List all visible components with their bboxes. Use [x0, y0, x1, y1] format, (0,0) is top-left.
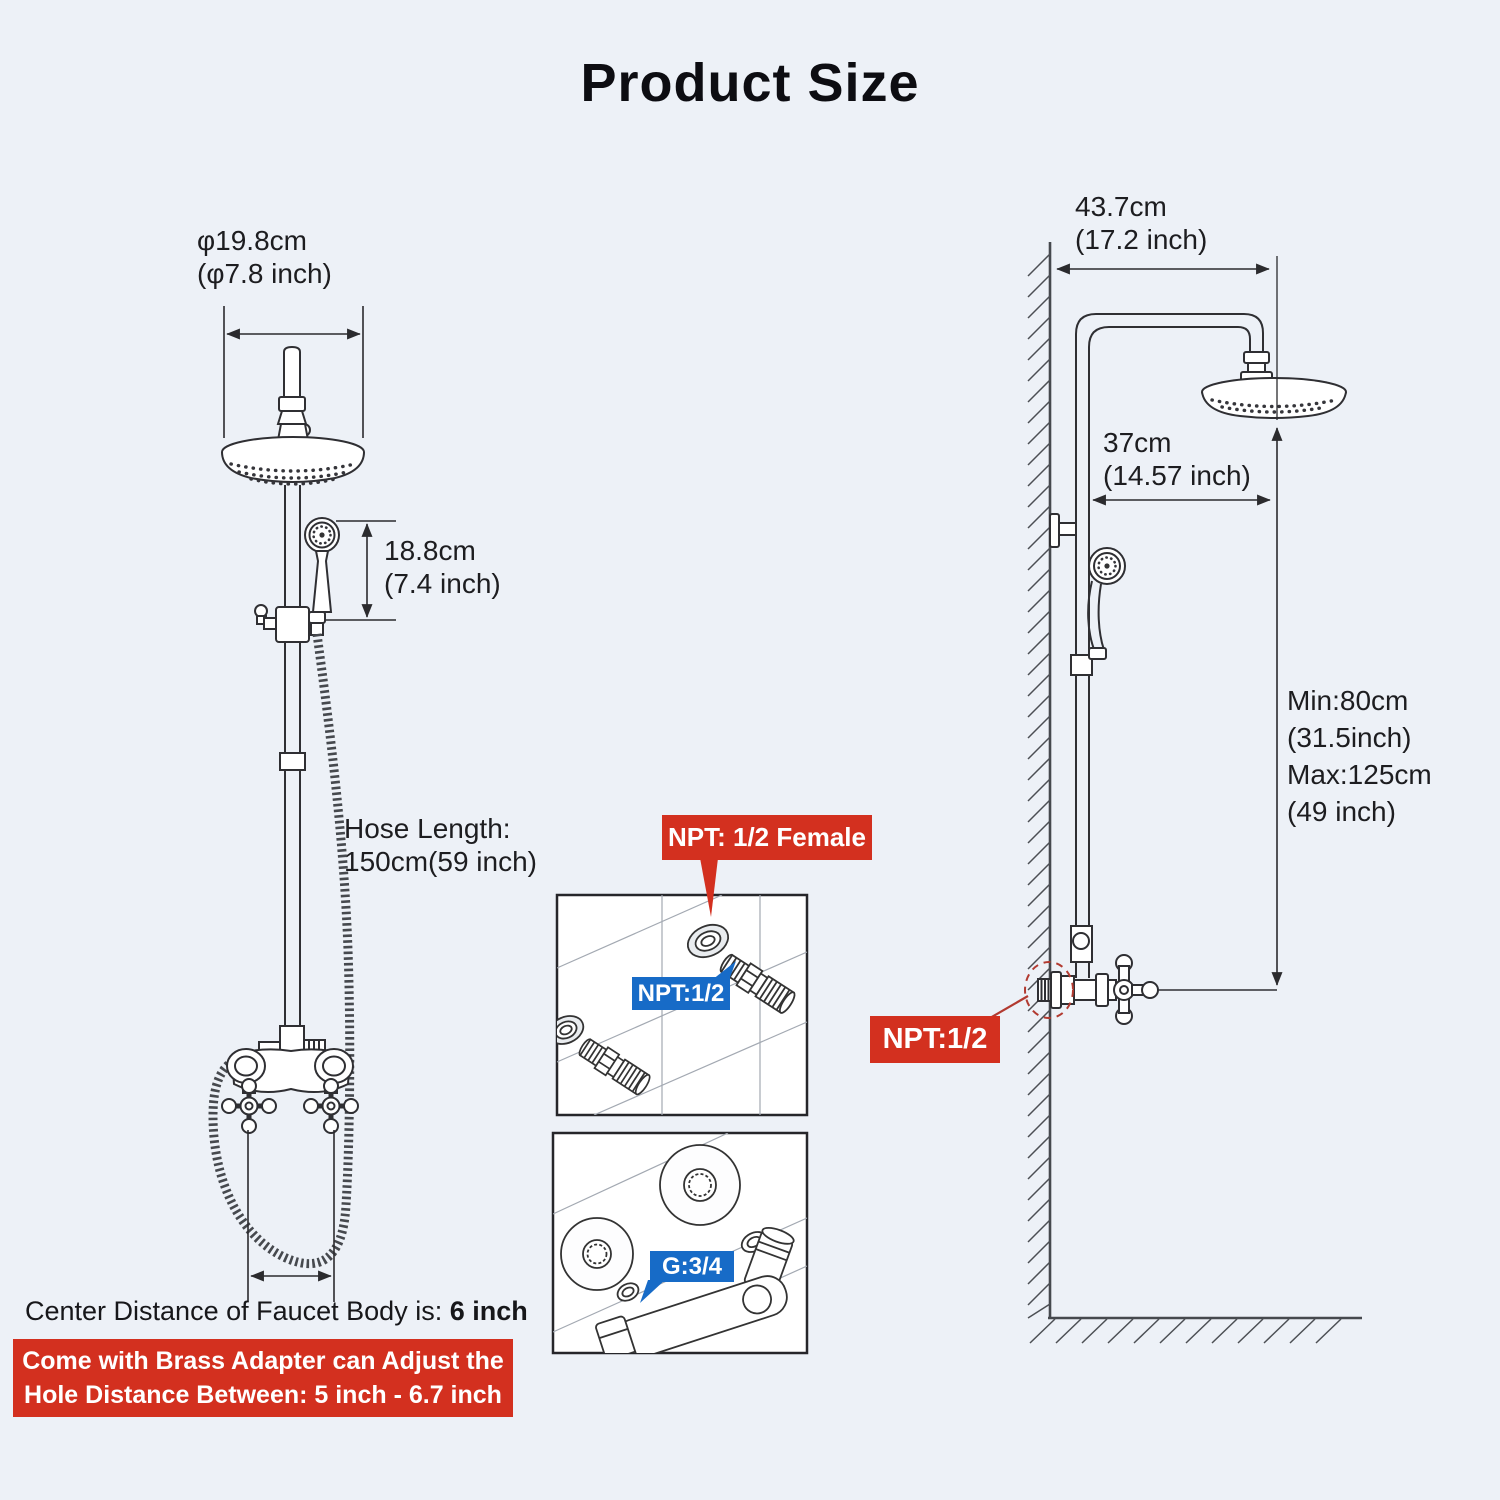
npt-female-badge: NPT: 1/2 Female — [662, 815, 872, 860]
wall-hatch — [1027, 253, 1051, 1319]
brass-adapter-note: Come with Brass Adapter can Adjust the H… — [13, 1339, 513, 1417]
g34-pointer — [640, 1280, 665, 1303]
g34-badge: G:3/4 — [650, 1251, 734, 1282]
left-cross-handle — [221, 1078, 277, 1134]
floor-hatch — [1029, 1318, 1342, 1344]
page-title: Product Size — [580, 53, 920, 113]
hose-length-label: Hose Length: 150cm(59 inch) — [344, 813, 537, 877]
center-distance-label: Center Distance of Faucet Body is: 6 inc… — [25, 1296, 528, 1326]
head-diameter-label: φ19.8cm (φ7.8 inch) — [197, 225, 332, 289]
front-view-dimensions — [223, 306, 396, 1302]
side-view-dimensions — [1056, 256, 1283, 986]
npt-leader-line — [989, 995, 1029, 1019]
side-view-drawing — [989, 242, 1362, 1344]
right-cross-handle — [303, 1078, 359, 1134]
top-width-label: 43.7cm (17.2 inch) — [1075, 191, 1208, 255]
hand-shower-length-label: 18.8cm (7.4 inch) — [384, 535, 501, 599]
inset-faucet-body — [551, 1131, 809, 1355]
npt-female-pointer — [700, 858, 718, 917]
npt-half-badge: NPT:1/2 — [632, 977, 730, 1010]
npt-highlight-circle — [1024, 961, 1074, 1019]
front-view-drawing — [208, 345, 365, 1269]
height-range-label: Min:80cm (31.5inch) Max:125cm (49 inch) — [1287, 685, 1432, 827]
head-offset-label: 37cm (14.57 inch) — [1103, 427, 1251, 491]
npt-half-wall-badge: NPT:1/2 — [870, 1016, 1000, 1063]
